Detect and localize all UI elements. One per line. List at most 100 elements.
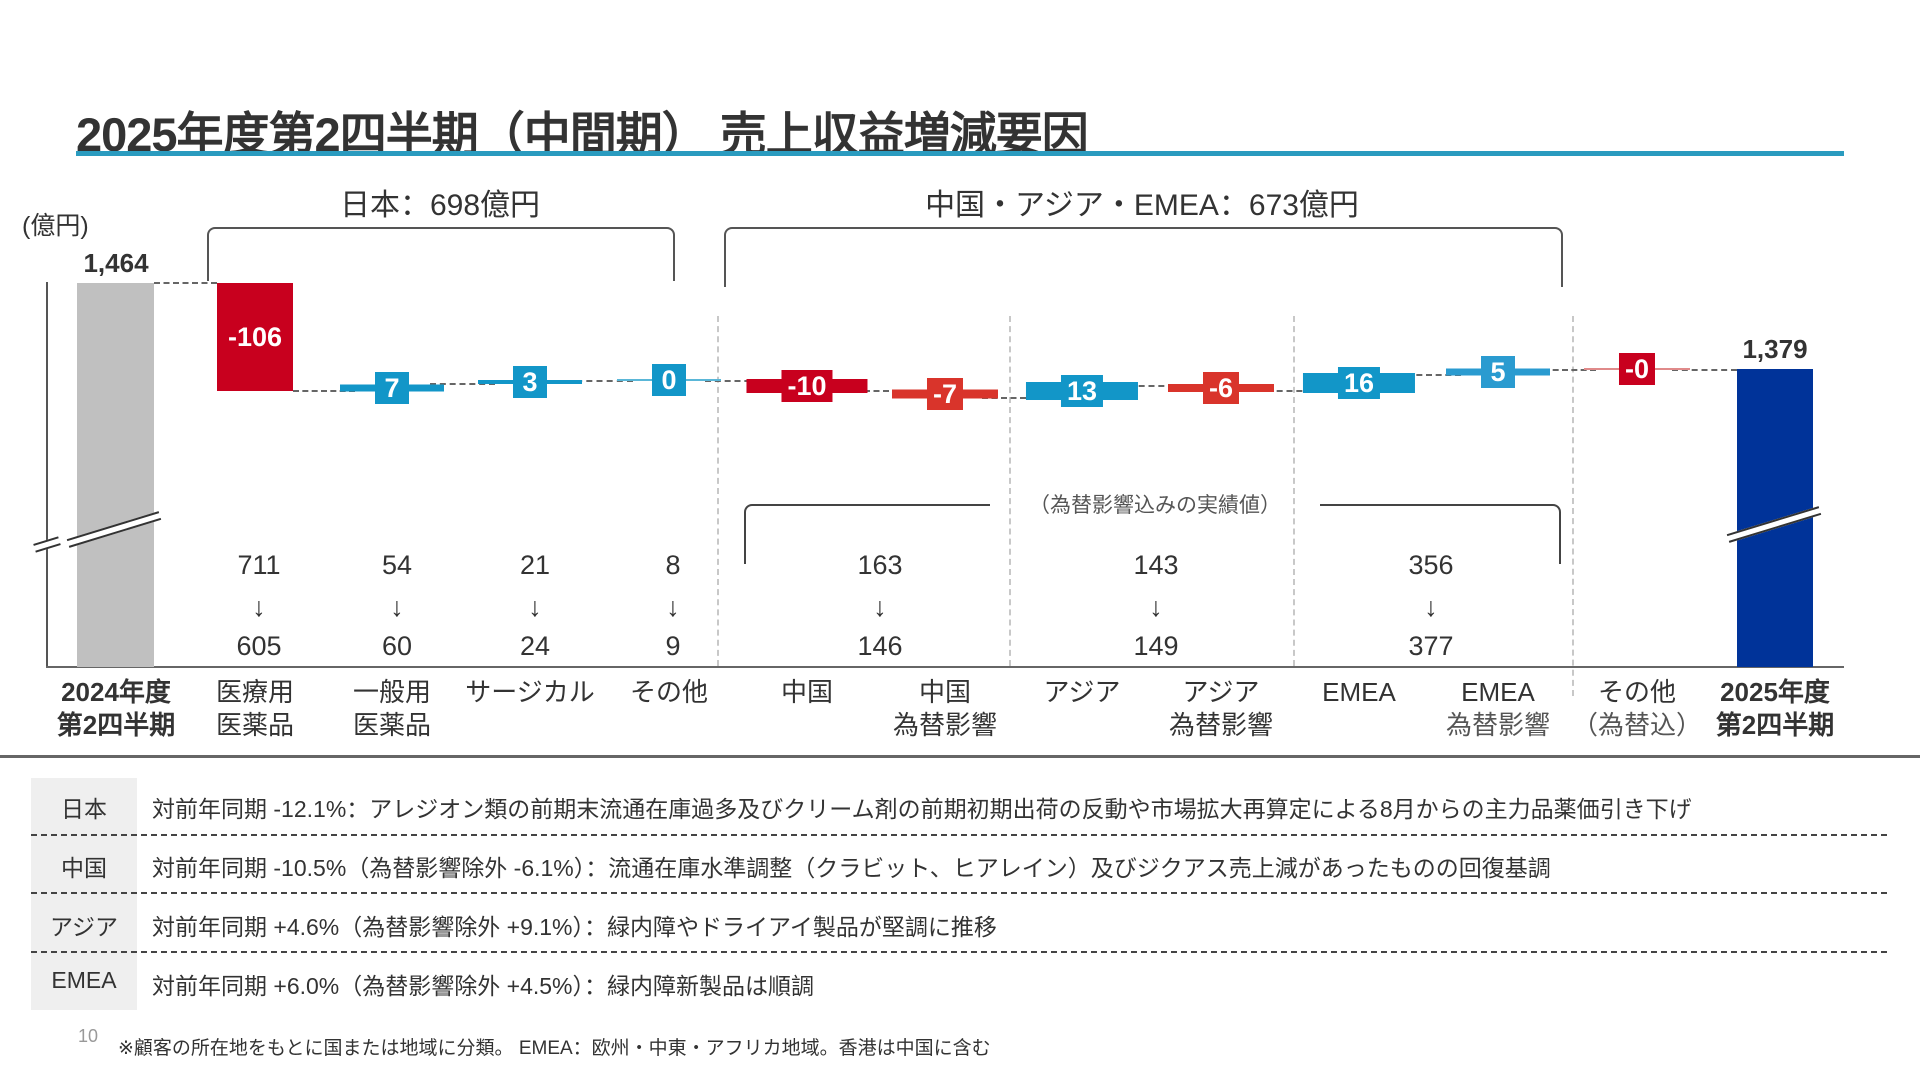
start-total-label: 1,464 [83, 248, 149, 278]
category-line: サージカル [465, 677, 595, 707]
row-divider [31, 892, 1887, 894]
separator-asia-emea [1293, 316, 1295, 666]
delta-label: 0 [661, 364, 677, 395]
group-label-overseas: 中国・アジア・EMEA：673億円 [925, 189, 1359, 222]
overseas-bracket [724, 227, 1563, 287]
arrow-down-icon: ↓ [873, 592, 887, 622]
detail-prior: 356 [1408, 550, 1454, 580]
row-divider [31, 834, 1887, 836]
category-line: 医療用 [215, 677, 295, 707]
fx-note: （為替影響込みの実績値） [1029, 494, 1281, 517]
delta-label: -6 [1208, 372, 1234, 403]
category-label: サージカル [465, 676, 594, 709]
delta-bar-japan-other: 0 [617, 364, 721, 396]
delta-bar-asia-fx: -6 [1167, 372, 1275, 404]
category-label: その他 （為替込） [1572, 676, 1702, 742]
connector-line [430, 383, 495, 385]
region-comment-japan: 対前年同期 -12.1%：アレジオン類の前期末流通在庫過多及びクリーム剤の前期初… [152, 796, 1692, 822]
end-total-label: 1,379 [1742, 334, 1808, 364]
delta-bar-emea: 16 [1302, 367, 1416, 399]
separator-china-asia [1009, 316, 1011, 666]
region-comment-asia: 対前年同期 +4.6%（為替影響除外 +9.1%）：緑内障やドライアイ製品が堅調… [152, 914, 997, 940]
delta-bar-china: -10 [746, 370, 868, 402]
row-divider [31, 951, 1887, 953]
detail-prior: 711 [237, 550, 281, 580]
category-line: EMEA [1322, 677, 1396, 707]
delta-label: 5 [1490, 356, 1506, 387]
delta-bar-asia: 13 [1025, 375, 1139, 407]
delta-label: -7 [932, 378, 958, 409]
detail-current: 9 [665, 631, 681, 661]
connector-line [982, 397, 1045, 399]
arrow-down-icon: ↓ [1424, 592, 1438, 622]
category-label: 中国 為替影響 [893, 676, 997, 742]
category-line: 中国 [918, 677, 972, 707]
arrow-down-icon: ↓ [666, 592, 680, 622]
connector-line [293, 390, 355, 392]
category-line: 医薬品 [215, 710, 295, 740]
delta-bar-other-fx: -0 [1583, 353, 1691, 385]
japan-bracket [207, 227, 675, 281]
separator-emea-other [1572, 316, 1574, 696]
category-line: アジア [1182, 677, 1260, 707]
delta-label: 13 [1066, 375, 1098, 406]
connector-line [1672, 369, 1737, 371]
category-line: 中国 [780, 677, 834, 707]
detail-prior: 8 [665, 550, 681, 580]
category-label: EMEA [1322, 676, 1396, 709]
category-line: アジア [1043, 677, 1121, 707]
delta-label: -10 [787, 370, 827, 401]
unit-label: (億円) [22, 212, 89, 240]
delta-label: 16 [1343, 367, 1375, 398]
section-divider [0, 755, 1920, 758]
connector-line [1257, 390, 1322, 392]
region-comment-emea: 対前年同期 +6.0%（為替影響除外 +4.5%）：緑内障新製品は順調 [152, 973, 814, 999]
connector-line [705, 380, 770, 382]
arrow-down-icon: ↓ [1149, 592, 1163, 622]
detail-current: 60 [381, 631, 413, 661]
delta-bar-otc: 7 [340, 372, 444, 404]
connector-line [154, 282, 217, 284]
page-number: 10 [78, 1026, 99, 1046]
region-label-japan: 日本 [61, 796, 107, 822]
category-line: 為替影響 [1445, 710, 1551, 740]
detail-prior: 143 [1133, 550, 1179, 580]
footnote: ※顧客の所在地をもとに国または地域に分類。 EMEA：欧州・中東・アフリカ地域。… [118, 1038, 991, 1059]
region-comment-china: 対前年同期 -10.5%（為替影響除外 -6.1%）：流通在庫水準調整（クラビッ… [152, 855, 1551, 881]
connector-line [566, 380, 633, 382]
category-line: EMEA [1461, 677, 1535, 707]
fx-bracket-left [744, 504, 990, 564]
group-label-japan: 日本：698億円 [339, 189, 541, 222]
start-total-bar [77, 283, 154, 667]
category-label: アジア [1044, 676, 1121, 709]
category-label: 一般用 医薬品 [353, 676, 431, 742]
region-label-china: 中国 [61, 855, 107, 881]
category-line: 為替影響 [1168, 710, 1274, 740]
separator-japan-china [717, 316, 719, 666]
connector-line [845, 390, 908, 392]
category-label-end: 2025年度 第2四半期 [1716, 676, 1834, 742]
category-line: 2025年度 [1720, 677, 1830, 707]
detail-prior: 54 [381, 550, 413, 580]
detail-current: 24 [519, 631, 551, 661]
arrow-down-icon: ↓ [528, 592, 542, 622]
delta-label: 3 [522, 366, 538, 397]
detail-current: 377 [1408, 631, 1454, 661]
delta-bar-china-fx: -7 [891, 378, 999, 410]
category-line: その他 [1597, 677, 1677, 707]
category-label: 中国 [781, 676, 833, 709]
category-line: （為替込） [1571, 710, 1703, 740]
category-label: EMEA 為替影響 [1446, 676, 1550, 742]
y-axis [46, 282, 48, 668]
arrow-down-icon: ↓ [390, 592, 404, 622]
category-line: 2024年度 [61, 677, 171, 707]
detail-current: 146 [857, 631, 903, 661]
category-line: 為替影響 [892, 710, 998, 740]
fx-bracket-right [1320, 504, 1561, 564]
delta-label: -0 [1624, 353, 1650, 384]
detail-current: 605 [236, 631, 282, 661]
category-label: アジア 為替影響 [1169, 676, 1273, 742]
detail-prior: 163 [857, 550, 903, 580]
category-line: 医薬品 [352, 710, 432, 740]
delta-bar-medical-rx: -106 [217, 283, 293, 391]
